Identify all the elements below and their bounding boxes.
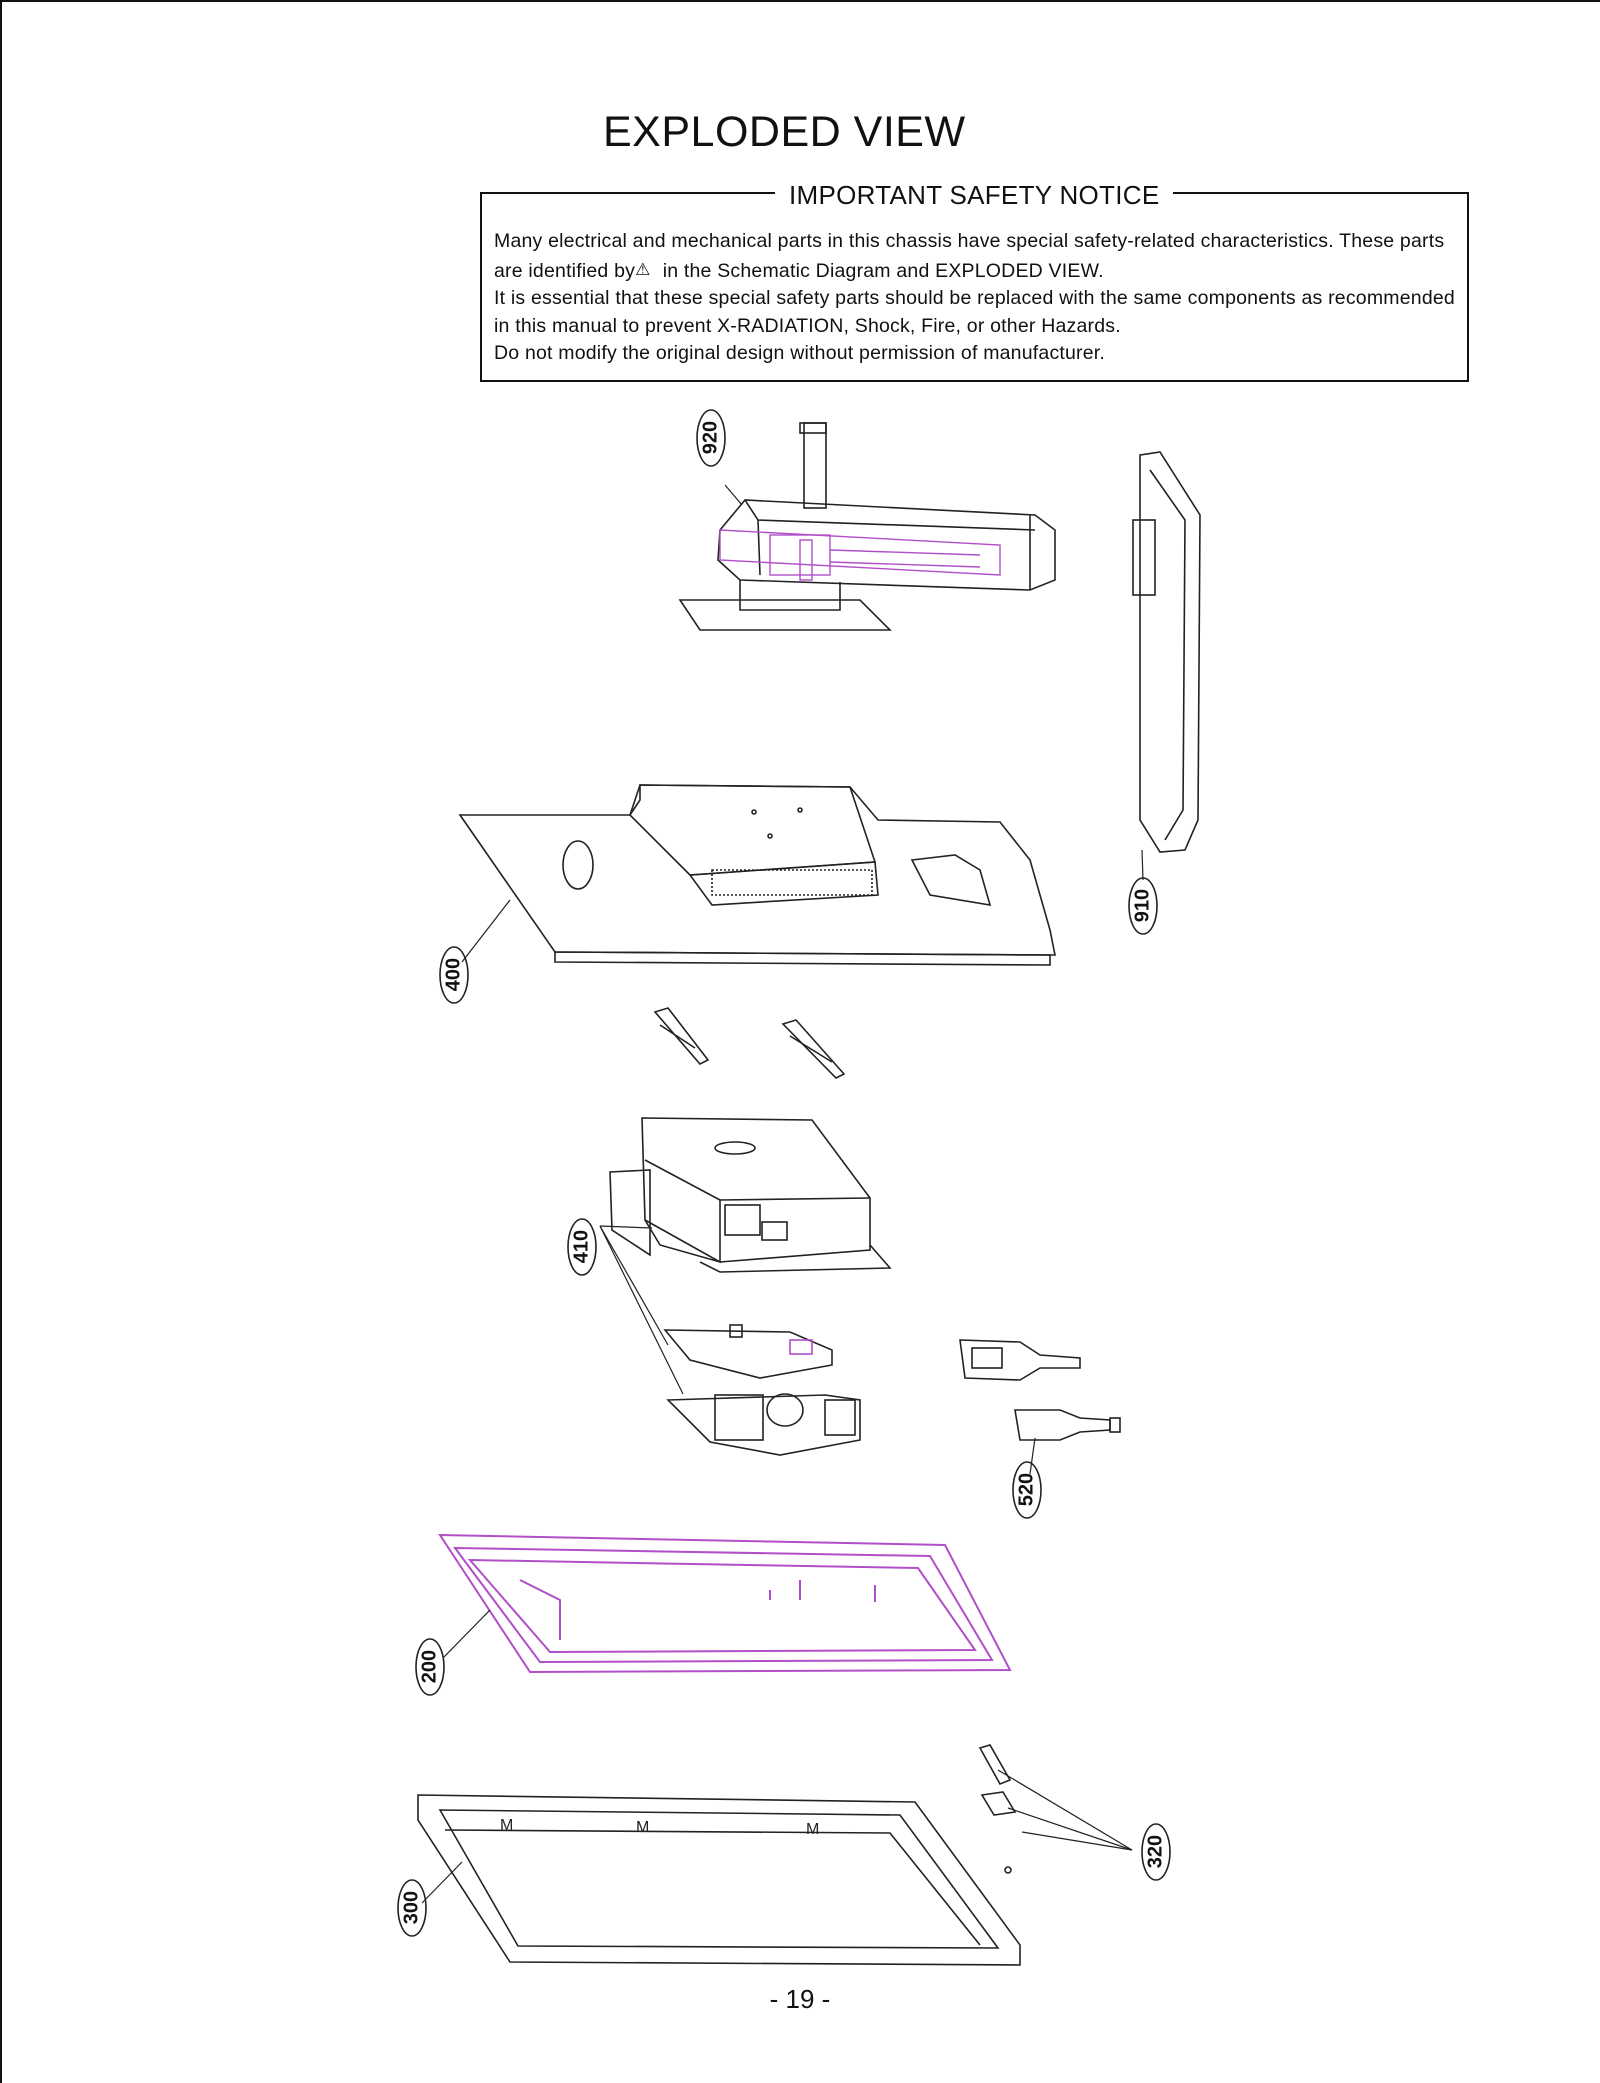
callout-520: 520 [1015,1472,1038,1507]
callout-410: 410 [570,1229,593,1264]
notice-line-5: Do not modify the original design withou… [494,342,1106,364]
callout-920: 920 [699,420,722,455]
callout-200: 200 [418,1649,441,1684]
page-title: EXPLODED VIEW [603,108,966,156]
main-board-part [663,1324,861,1456]
control-key-part [978,1744,1017,1874]
notice-line-1: Many electrical and mechanical parts in … [494,230,1445,252]
power-board-part [609,1117,892,1273]
svg-text:M: M [500,1817,513,1834]
notice-line-2: are identified by⚠ in the Schematic Diag… [494,256,1514,286]
front-bezel-part: M M M [417,1794,1021,1966]
safety-notice-heading: IMPORTANT SAFETY NOTICE [775,180,1174,211]
bracket-parts [653,1007,846,1079]
safety-notice-box [480,192,1469,382]
notice-line-3: It is essential that these special safet… [494,287,1455,309]
svg-text:M: M [806,1821,819,1838]
panel-frame-part [438,1533,1012,1674]
callout-910: 910 [1131,888,1154,923]
leader-lines [421,484,1144,1904]
callout-320: 320 [1144,1834,1167,1869]
callout-ovals [397,409,1171,1937]
rear-cover-part [1132,451,1201,853]
warning-triangle-icon: ⚠ [635,259,651,279]
svg-text:M: M [636,1819,649,1836]
notice-line-4: in this manual to prevent X-RADIATION, S… [494,314,1121,337]
connector-cable-part [959,1339,1121,1441]
callout-400: 400 [442,957,465,992]
page-number: - 19 - [769,1984,831,2014]
stand-assembly [678,422,1056,631]
safety-notice-text: Many electrical and mechanical parts in … [494,228,1514,368]
callout-300: 300 [400,1890,423,1925]
back-cover-part [458,784,1056,966]
